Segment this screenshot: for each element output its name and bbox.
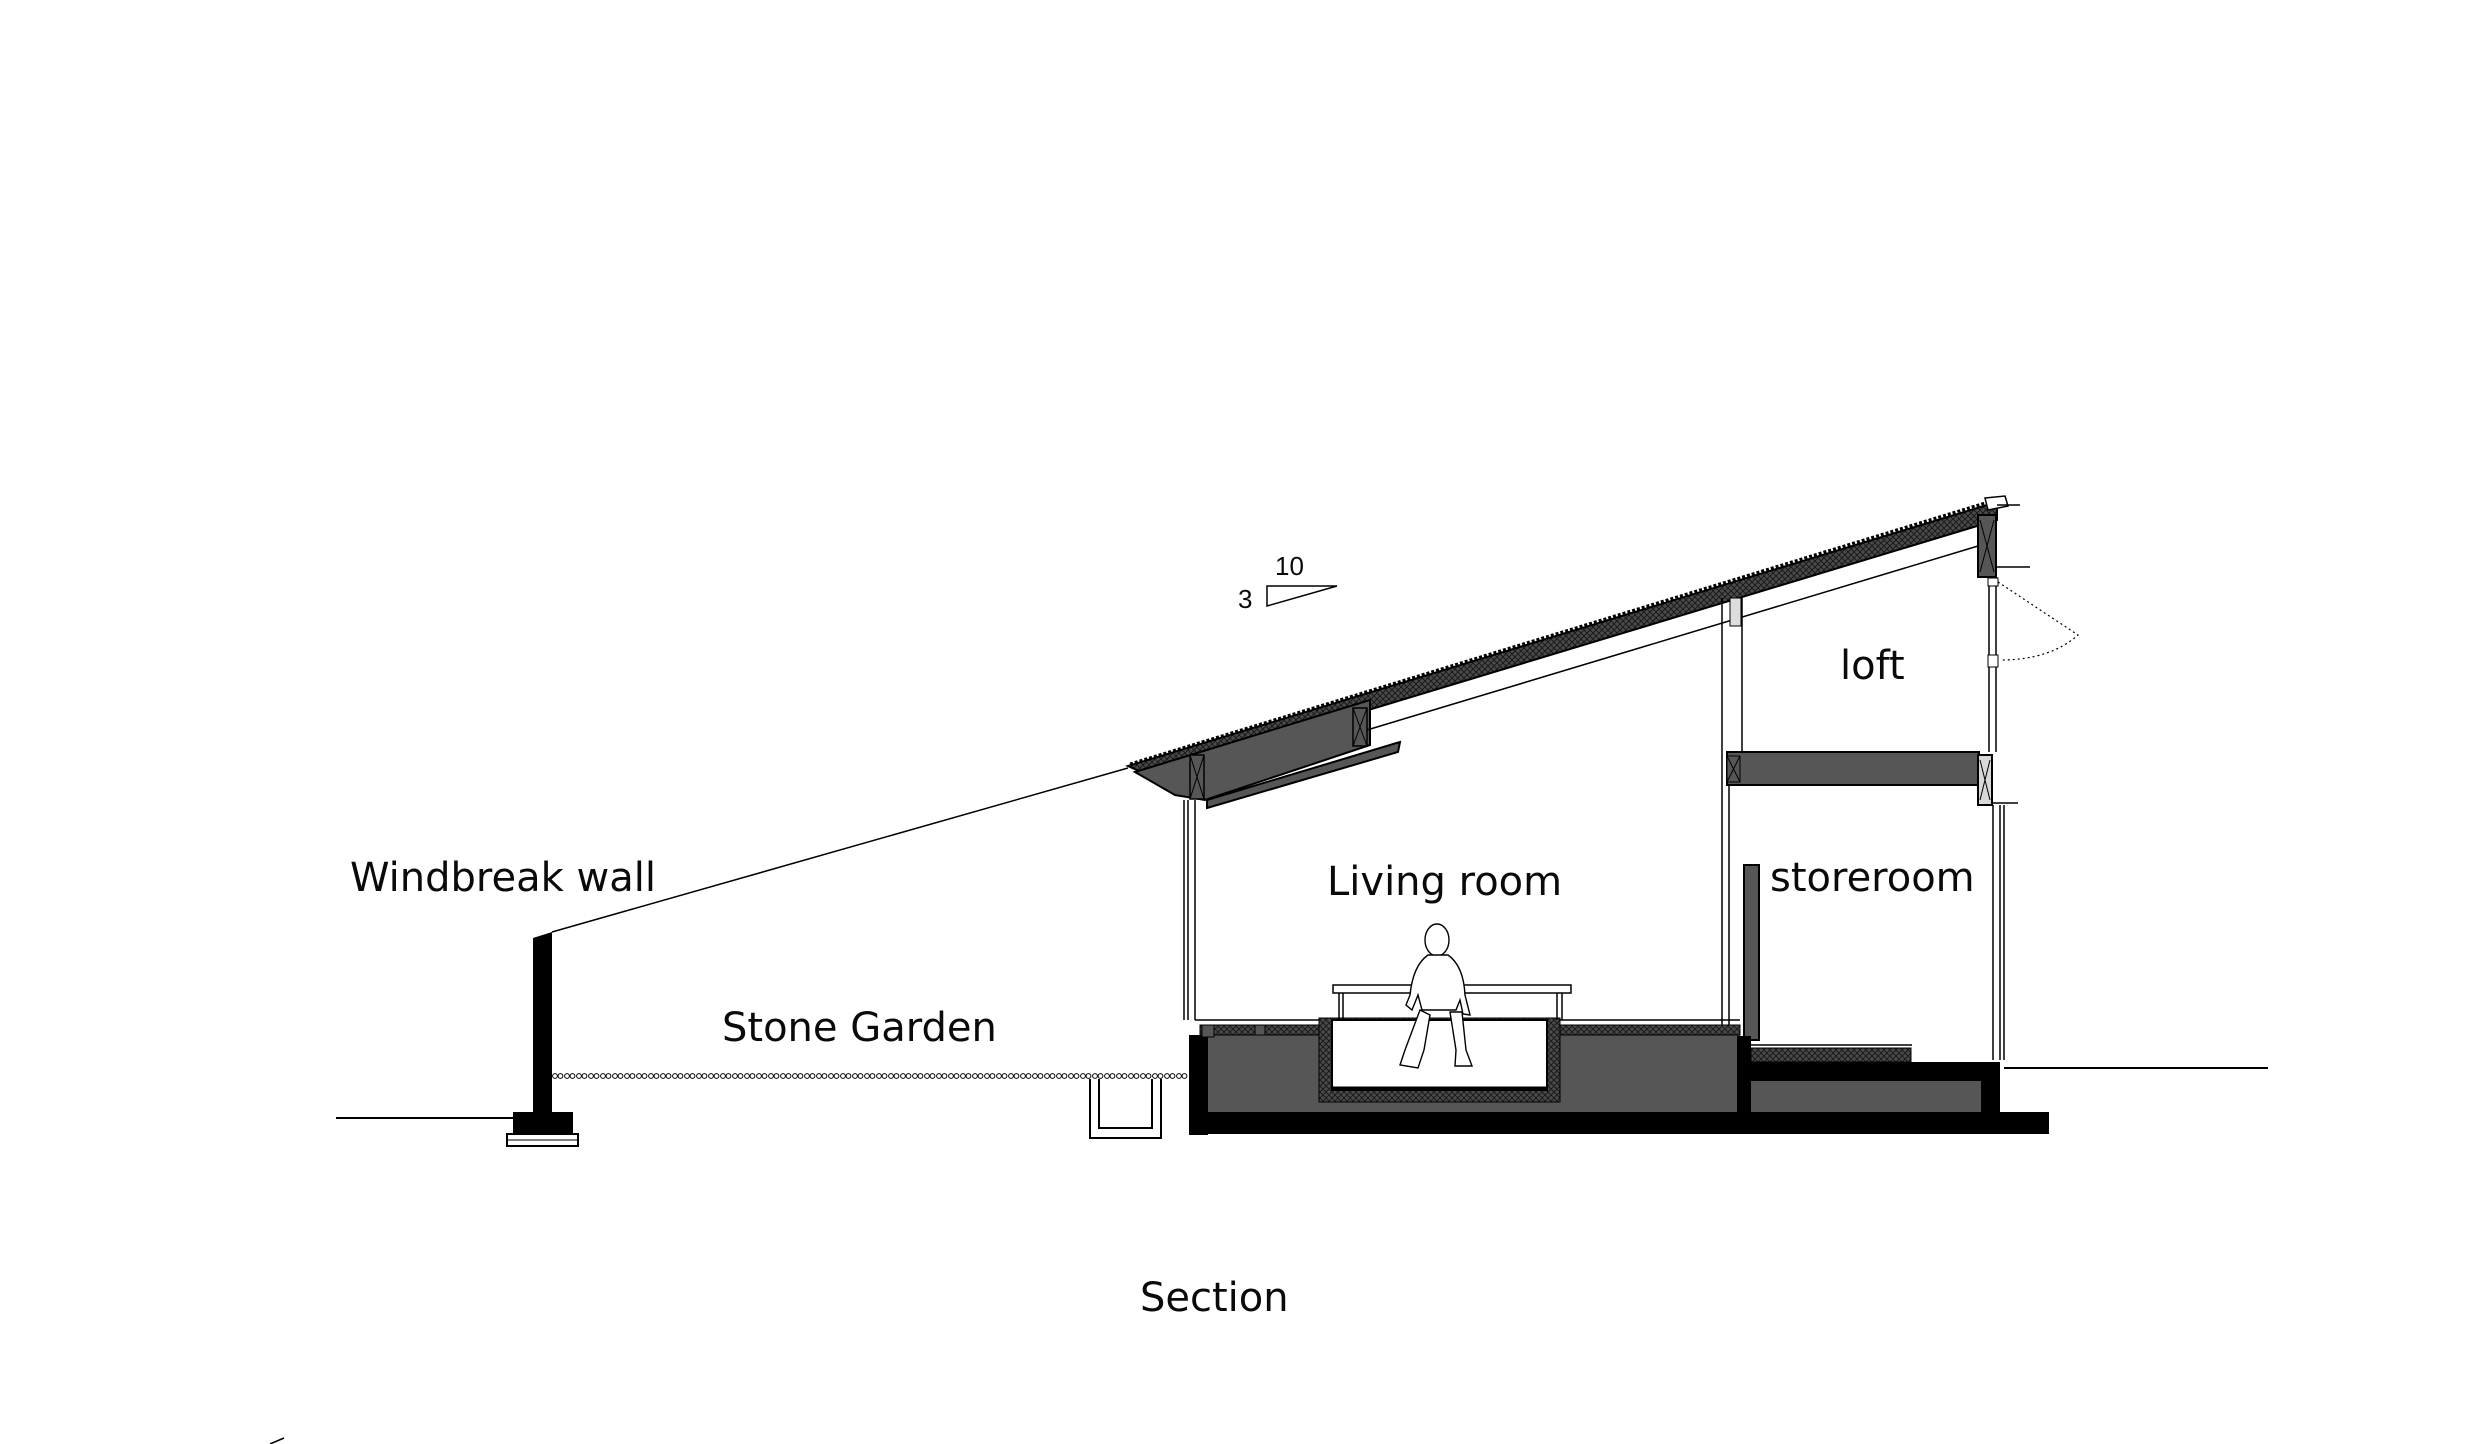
sight-line — [551, 767, 1129, 933]
storeroom-label: storeroom — [1770, 855, 1975, 901]
windbreak-wall-label: Windbreak wall — [350, 855, 656, 901]
drain-box — [1089, 1079, 1162, 1139]
interior-column — [1721, 597, 1760, 1041]
roof — [1125, 495, 2030, 810]
stone-garden-gravel — [552, 1071, 1188, 1079]
right-exterior-wall — [1987, 577, 2005, 1060]
person-figure — [1399, 923, 1474, 1069]
stone-garden-label: Stone Garden — [722, 1005, 997, 1051]
stray-mark — [269, 1437, 285, 1444]
living-room-label: Living room — [1327, 859, 1563, 905]
sunken-seat-pit — [1318, 1017, 1561, 1103]
left-glass-wall — [1183, 800, 1196, 1020]
slope-run-label: 10 — [1275, 551, 1304, 581]
windbreak-wall — [506, 932, 579, 1147]
section-title: Section — [1140, 1275, 1289, 1321]
slope-rise-label: 3 — [1238, 584, 1253, 614]
loft-label: loft — [1840, 643, 1905, 689]
loft-floor — [1726, 751, 2018, 806]
window-swing-arc — [1997, 581, 2079, 661]
slope-indicator — [1266, 585, 1338, 607]
foundation — [1189, 1019, 2049, 1135]
